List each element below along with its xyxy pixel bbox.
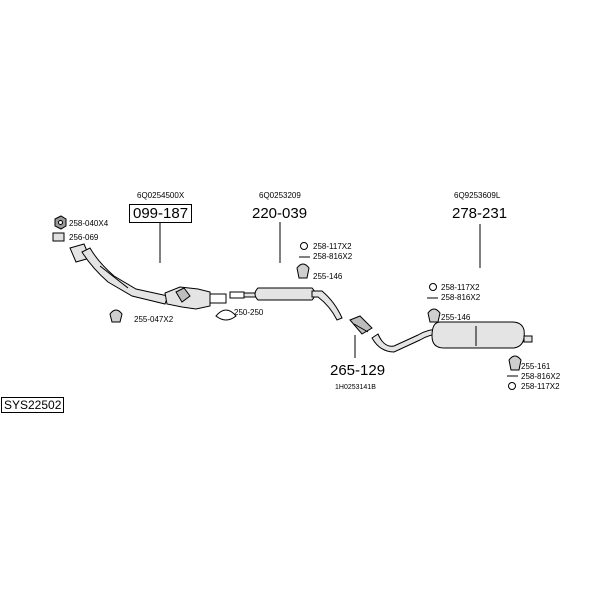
accessory-258-117-rear[interactable]: 258-117X2 <box>441 283 480 292</box>
nut-hole <box>58 220 63 225</box>
oem-number-265-129: 1H0253141B <box>335 384 376 391</box>
ring-icon <box>508 382 516 390</box>
accessory-255-146-mid[interactable]: 255-146 <box>313 272 343 281</box>
accessory-258-816-tail[interactable]: 258-816X2 <box>521 372 561 381</box>
accessory-258-117-tail[interactable]: 258-117X2 <box>521 382 560 391</box>
pipe-connector <box>349 315 373 335</box>
accessory-255-047[interactable]: 255-047X2 <box>134 315 174 324</box>
gasket-icon <box>52 232 65 242</box>
accessory-255-146-rear[interactable]: 255-146 <box>441 313 471 322</box>
rear-silencer <box>371 321 533 353</box>
accessory-255-161[interactable]: 255-161 <box>521 362 551 371</box>
part-number-278-231[interactable]: 278-231 <box>452 205 508 222</box>
oem-number-220-039: 6Q0253209 <box>259 191 301 200</box>
accessory-256-069[interactable]: 256-069 <box>69 233 99 242</box>
clamp-icon <box>215 309 237 321</box>
accessory-258-816-mid[interactable]: 258-816X2 <box>313 252 353 261</box>
oem-number-099-187: 6Q0254500X <box>137 191 185 200</box>
part-number-099-187[interactable]: 099-187 <box>129 204 193 223</box>
accessory-250-250[interactable]: 250-250 <box>234 308 264 317</box>
accessory-258-117-mid[interactable]: 258-117X2 <box>313 242 352 251</box>
part-number-265-129[interactable]: 265-129 <box>330 362 386 379</box>
hanger-icon <box>109 309 123 323</box>
accessory-258-816-rear[interactable]: 258-816X2 <box>441 293 481 302</box>
accessory-258-040[interactable]: 258-040X4 <box>69 219 109 228</box>
front-pipe-catalyst <box>69 243 227 310</box>
hanger-icon <box>508 355 522 371</box>
hanger-icon <box>427 308 441 323</box>
ring-icon <box>429 283 437 291</box>
ring-icon <box>300 242 308 250</box>
oem-number-278-231: 6Q9253609L <box>454 191 501 200</box>
diagram-id-label: SYS22502 <box>1 397 65 413</box>
part-number-220-039[interactable]: 220-039 <box>252 205 308 222</box>
middle-silencer <box>229 287 343 321</box>
hanger-icon <box>296 263 310 279</box>
